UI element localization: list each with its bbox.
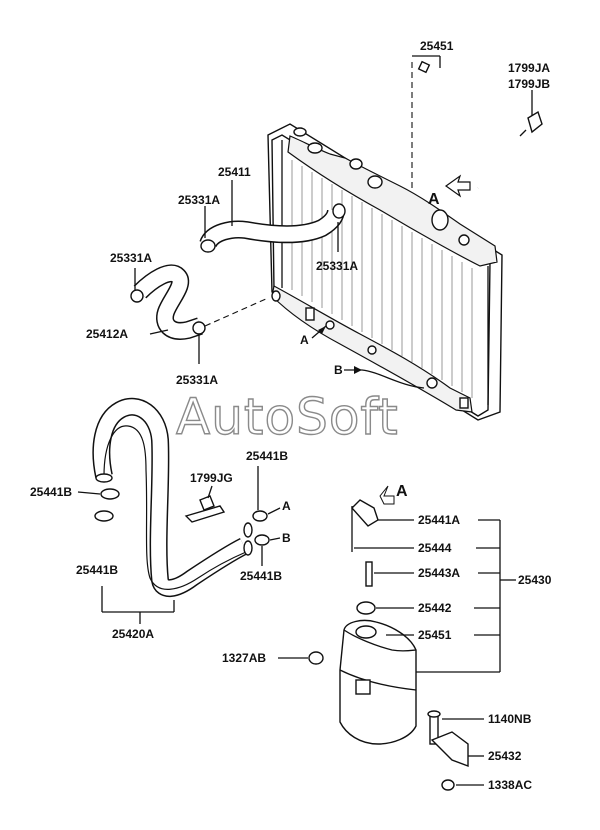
label-25432: 25432 <box>488 749 522 763</box>
label-25331A-2: 25331A <box>110 251 152 265</box>
label-25443A: 25443A <box>418 566 460 580</box>
label-25442: 25442 <box>418 601 452 615</box>
label-25444: 25444 <box>418 541 452 555</box>
label-1140NB: 1140NB <box>488 712 532 726</box>
heater-hoses <box>77 397 281 624</box>
mark-A-radiator: A <box>300 333 309 347</box>
label-1799JG: 1799JG <box>190 471 233 485</box>
overflow-hose-top <box>411 55 499 198</box>
radiator <box>267 123 503 421</box>
mark-A-top: A <box>428 191 440 208</box>
label-25331A-1: 25331A <box>178 193 220 207</box>
mark-B-radiator: B <box>334 363 343 377</box>
temp-sensor <box>519 90 543 137</box>
label-25451-tank: 25451 <box>418 628 452 642</box>
label-25441A: 25441A <box>418 513 460 527</box>
label-25451-top: 25451 <box>420 39 454 53</box>
lower-hose <box>130 264 269 364</box>
label-1327AB: 1327AB <box>222 651 266 665</box>
reservoir-tank <box>278 485 516 791</box>
label-1799JB: 1799JB <box>508 77 550 91</box>
label-25441B-lower: 25441B <box>76 563 118 577</box>
upper-hose <box>199 180 346 253</box>
part-labels: 25451 1799JA 1799JB 25411 25331A 25331A … <box>30 39 552 792</box>
label-25411: 25411 <box>218 165 251 179</box>
label-25331A-3: 25331A <box>316 259 358 273</box>
mark-A-tank: A <box>396 483 408 500</box>
watermark: AutoSoft <box>176 388 399 446</box>
label-25430: 25430 <box>518 573 552 587</box>
label-25441B-top: 25441B <box>246 449 288 463</box>
label-1799JA: 1799JA <box>508 61 550 75</box>
label-25412A: 25412A <box>86 327 128 341</box>
label-25441B-right: 25441B <box>240 569 282 583</box>
label-1338AC: 1338AC <box>488 778 532 792</box>
mark-B-hose: B <box>282 531 291 545</box>
mark-A-hose: A <box>282 499 291 513</box>
label-25420A: 25420A <box>112 627 154 641</box>
label-25441B-left: 25441B <box>30 485 72 499</box>
label-25331A-4: 25331A <box>176 373 218 387</box>
